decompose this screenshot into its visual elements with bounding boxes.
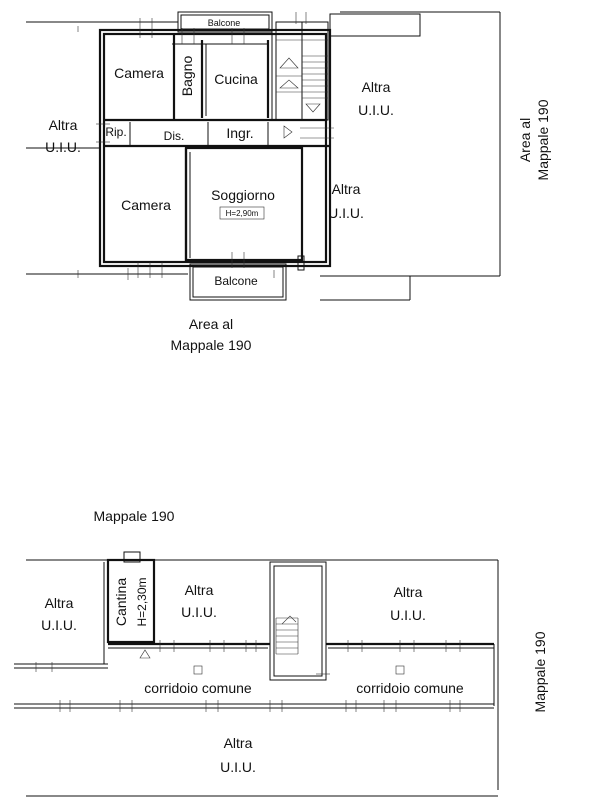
upper-walls bbox=[26, 11, 501, 301]
basement-altra-center-1: Altra bbox=[185, 582, 214, 598]
upper-stairs bbox=[276, 39, 328, 139]
corridor-left-label: corridoio comune bbox=[144, 680, 252, 696]
camera-bottom-label: Camera bbox=[121, 197, 171, 213]
upper-openings bbox=[77, 12, 334, 280]
corridor-right-label: corridoio comune bbox=[356, 680, 464, 696]
balcone-top-label: Balcone bbox=[208, 18, 241, 28]
basement-stairs bbox=[275, 615, 299, 655]
basement-floor: Mappale 190 Mappale 190 bbox=[14, 508, 548, 797]
corridor-marker-left bbox=[193, 665, 203, 675]
basement-altra-left-1: Altra bbox=[45, 595, 74, 611]
upper-floor: Balcone Camera Bagno Cucina Rip. Dis. In… bbox=[26, 11, 551, 353]
basement-walls bbox=[14, 551, 499, 797]
area-right-2: Mappale 190 bbox=[535, 99, 551, 180]
balcone-bottom-label: Balcone bbox=[214, 274, 258, 288]
altra-left-2: U.I.U. bbox=[45, 139, 81, 155]
cantina-label: Cantina bbox=[113, 578, 129, 626]
basement-altra-left-2: U.I.U. bbox=[41, 617, 77, 633]
entrance-arrow-icon bbox=[283, 125, 293, 139]
area-right-1: Area al bbox=[517, 118, 533, 162]
cantina-height-label: H=2,30m bbox=[135, 577, 149, 626]
camera-top-label: Camera bbox=[114, 65, 164, 81]
altra-mid-right-1: Altra bbox=[332, 181, 361, 197]
cantina-entrance-arrow-icon bbox=[139, 649, 151, 659]
basement-altra-center-2: U.I.U. bbox=[181, 604, 217, 620]
height-box bbox=[219, 206, 265, 220]
basement-altra-bottom-2: U.I.U. bbox=[220, 759, 256, 775]
altra-mid-right-2: U.I.U. bbox=[328, 205, 364, 221]
altra-left-1: Altra bbox=[49, 117, 78, 133]
basement-altra-bottom-1: Altra bbox=[224, 735, 253, 751]
ingr-label: Ingr. bbox=[226, 125, 253, 141]
soggiorno-height-label: H=2,90m bbox=[226, 209, 259, 218]
altra-top-right-2: U.I.U. bbox=[358, 102, 394, 118]
soggiorno-label: Soggiorno bbox=[211, 187, 275, 203]
area-bottom-2: Mappale 190 bbox=[171, 337, 252, 353]
basement-right-label: Mappale 190 bbox=[532, 631, 548, 712]
basement-openings bbox=[35, 640, 461, 712]
corridor-marker-right bbox=[395, 665, 405, 675]
basement-altra-right-1: Altra bbox=[394, 584, 423, 600]
basement-altra-right-2: U.I.U. bbox=[390, 607, 426, 623]
altra-top-right-1: Altra bbox=[362, 79, 391, 95]
dis-label: Dis. bbox=[164, 129, 185, 143]
basement-top-label: Mappale 190 bbox=[94, 508, 175, 524]
area-bottom-1: Area al bbox=[189, 316, 233, 332]
rip-label: Rip. bbox=[105, 125, 126, 139]
cucina-label: Cucina bbox=[214, 71, 258, 87]
bagno-label: Bagno bbox=[179, 56, 195, 97]
